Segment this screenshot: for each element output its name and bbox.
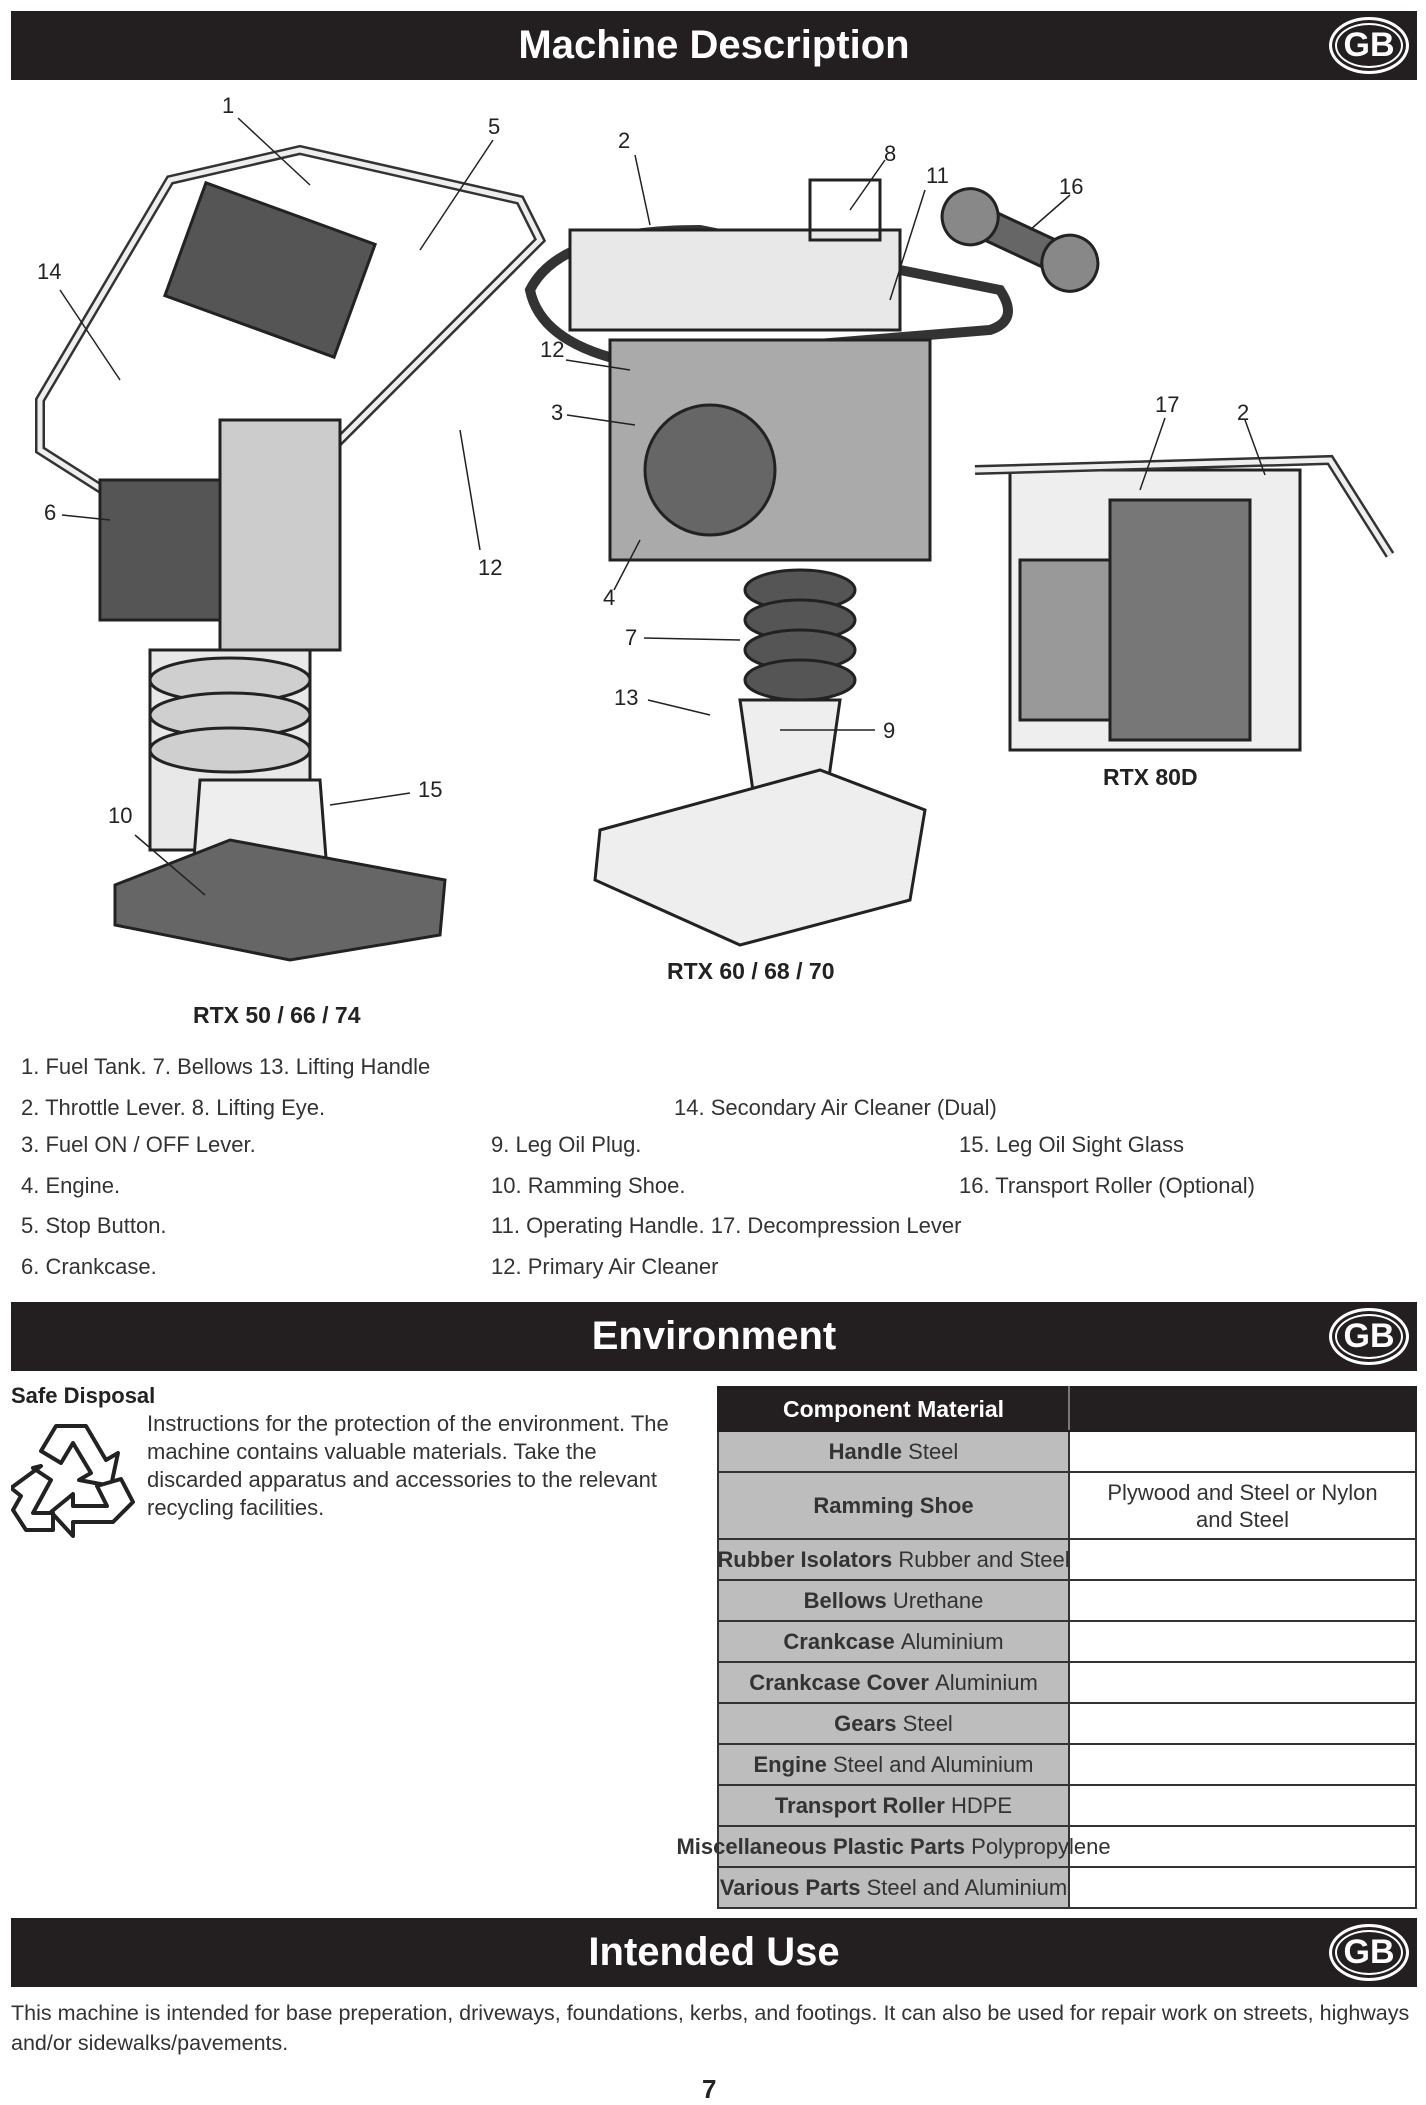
component: Crankcase (783, 1628, 895, 1654)
table-row: Crankcase Aluminium (717, 1620, 1417, 1663)
component: Handle (828, 1438, 903, 1464)
material: HDPE (950, 1792, 1013, 1818)
component: Gears (834, 1710, 897, 1736)
table-header-blank (1068, 1386, 1417, 1432)
component-material-table: Component Material Handle Steel Ramming … (676, 1386, 1417, 1909)
callout-12b: 12 (540, 337, 565, 362)
parts-row: 3. Fuel ON / OFF Lever. (21, 1132, 256, 1157)
intended-use-header: Intended Use GB (11, 1918, 1417, 1987)
parts-row: 9. Leg Oil Plug. (491, 1132, 642, 1157)
model-label-rtx60: RTX 60 / 68 / 70 (667, 958, 835, 984)
component: Ramming Shoe (813, 1492, 974, 1518)
safe-disposal-title: Safe Disposal (11, 1383, 156, 1408)
callout-11: 11 (926, 163, 949, 188)
section-title: Intended Use (588, 1930, 840, 1974)
environment-instructions: Instructions for the protection of the e… (147, 1411, 669, 1520)
table-row: Crankcase Cover Aluminium (717, 1661, 1417, 1704)
environment-header: Environment GB (11, 1302, 1417, 1371)
material: Steel and Aluminium (832, 1751, 1034, 1777)
material: Rubber and Steel (898, 1546, 1070, 1572)
component: Rubber Isolators (717, 1546, 893, 1572)
parts-row: 6. Crankcase. (21, 1254, 157, 1279)
table-row: Transport Roller HDPE (717, 1784, 1417, 1827)
material: Steel (902, 1710, 953, 1736)
callout-2c: 2 (1237, 400, 1250, 425)
callout-9: 9 (883, 718, 896, 743)
callout-4: 4 (603, 585, 616, 610)
callout-17: 17 (1155, 392, 1180, 417)
callout-16: 16 (1059, 174, 1084, 199)
callout-3: 3 (551, 400, 564, 425)
table-row: Handle Steel (717, 1430, 1417, 1473)
machine-description-header: Machine Description GB (11, 11, 1417, 80)
callout-14: 14 (37, 259, 62, 284)
table-row: Rubber Isolators Rubber and Steel (717, 1538, 1417, 1581)
section-title: Environment (591, 1314, 837, 1358)
parts-row: 11. Operating Handle. 17. Decompression … (491, 1213, 962, 1238)
parts-row: 10. Ramming Shoe. (491, 1173, 686, 1198)
component: Various Parts (719, 1874, 861, 1900)
parts-row: 4. Engine. (21, 1173, 121, 1198)
model-label-rtx50: RTX 50 / 66 / 74 (193, 1002, 361, 1028)
component: Miscellaneous Plastic Parts (676, 1833, 966, 1859)
rtx-50-illustration (35, 144, 547, 962)
material: Polypropylene (971, 1833, 1111, 1859)
parts-row: 15. Leg Oil Sight Glass (959, 1132, 1185, 1157)
table-header: Component Material (717, 1386, 1070, 1432)
callout-1: 1 (222, 93, 235, 118)
table-row: Bellows Urethane (717, 1579, 1417, 1622)
recycle-icon (11, 1424, 135, 1538)
rtx-80d-illustration (974, 454, 1395, 752)
model-label-rtx80d: RTX 80D (1103, 764, 1198, 790)
callout-10: 10 (108, 803, 133, 828)
section-title: Machine Description (518, 23, 910, 67)
component: Engine (753, 1751, 827, 1777)
parts-row: 12. Primary Air Cleaner (491, 1254, 719, 1279)
table-row: Various Parts Steel and Aluminium (717, 1866, 1417, 1909)
parts-row: 1. Fuel Tank. 7. Bellows 13. Lifting Han… (21, 1054, 431, 1079)
table-row: Ramming Shoe Plywood and Steel or Nylon a… (717, 1471, 1417, 1540)
callout-6: 6 (44, 500, 57, 525)
gb-badge: GB (1329, 1924, 1409, 1981)
parts-row: 2. Throttle Lever. 8. Lifting Eye. (21, 1095, 326, 1120)
page-number: 7 (702, 2074, 717, 2104)
rtx-60-illustration (524, 178, 1100, 947)
parts-row: 16. Transport Roller (Optional) (959, 1173, 1255, 1198)
material: Aluminium (935, 1669, 1038, 1695)
component: Transport Roller (774, 1792, 945, 1818)
gb-badge: GB (1329, 1308, 1409, 1365)
table-row: Engine Steel and Aluminium (717, 1743, 1417, 1786)
callout-5: 5 (488, 114, 501, 139)
material: Urethane (892, 1587, 984, 1613)
gb-badge: GB (1329, 17, 1409, 74)
component: Crankcase Cover (749, 1669, 929, 1695)
callout-13: 13 (614, 685, 639, 710)
table-row: Miscellaneous Plastic Parts Polypropylen… (676, 1825, 1417, 1868)
callout-15: 15 (418, 777, 443, 802)
component: Bellows (803, 1587, 887, 1613)
material: Aluminium (900, 1628, 1004, 1654)
callout-8: 8 (884, 141, 897, 166)
material: Steel and Aluminium (866, 1874, 1068, 1900)
material: Steel (908, 1438, 959, 1464)
parts-row: 5. Stop Button. (21, 1213, 167, 1238)
machine-illustrations (35, 117, 1395, 962)
parts-row: 14. Secondary Air Cleaner (Dual) (674, 1095, 997, 1120)
intended-use-text: This machine is intended for base preper… (11, 2001, 1410, 2055)
callout-12: 12 (478, 555, 503, 580)
material: Plywood and Steel or Nylon and Steel (1068, 1471, 1417, 1540)
callout-7: 7 (625, 625, 638, 650)
callout-2: 2 (618, 128, 631, 153)
table-row: Gears Steel (717, 1702, 1417, 1745)
